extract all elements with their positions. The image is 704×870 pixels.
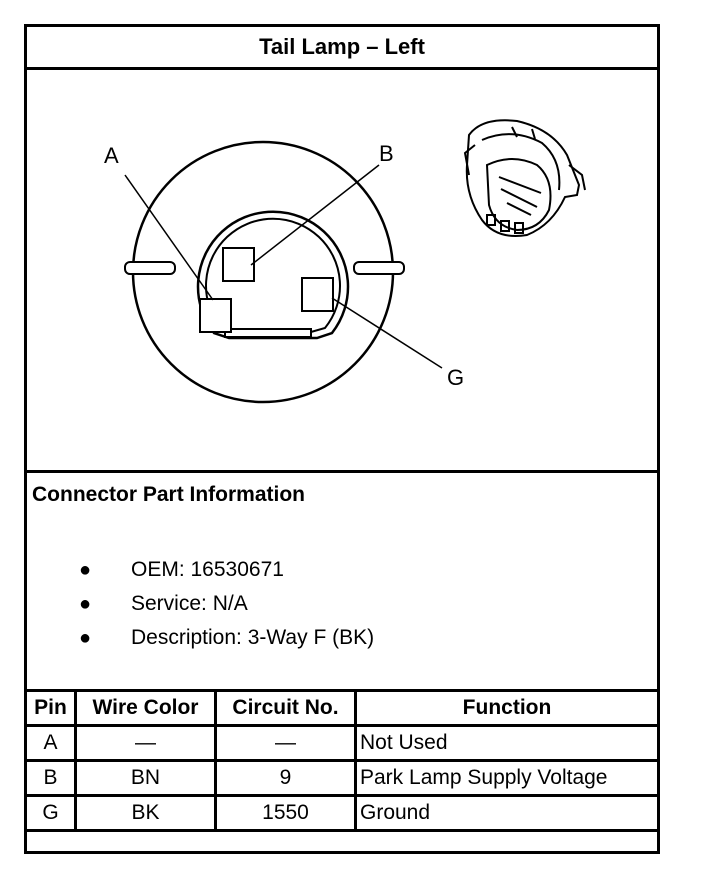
left-latch-tab: [124, 261, 176, 275]
connector-part-info: Connector Part Information ● OEM: 1653067…: [27, 470, 657, 692]
table-header-row: Pin Wire Color Circuit No. Function: [24, 689, 660, 727]
info-list: ● OEM: 16530671 ● Service: N/A ● Descriptio…: [79, 553, 374, 655]
pin-b-leader: [250, 164, 380, 266]
pin-a-label: A: [104, 143, 119, 168]
cell-wire-color: BK: [74, 794, 217, 832]
header-function: Function: [354, 689, 660, 727]
header-pin: Pin: [24, 689, 77, 727]
pin-b-label: B: [379, 141, 394, 166]
cell-circuit-no: 9: [214, 759, 357, 797]
cell-circuit-no: —: [214, 724, 357, 762]
info-item-text: Service: N/A: [131, 592, 248, 615]
connector-face-drawing: A B G: [104, 119, 586, 404]
connector-frame: Tail Lamp – Left A B G: [24, 24, 660, 854]
connector-photo-icon: [463, 119, 586, 237]
cell-function: Ground: [354, 794, 660, 832]
info-item-description: ● Description: 3-Way F (BK): [79, 621, 374, 655]
bullet-icon: ●: [79, 593, 92, 615]
info-item-service: ● Service: N/A: [79, 587, 374, 621]
header-circuit-no: Circuit No.: [214, 689, 357, 727]
bullet-icon: ●: [79, 627, 92, 649]
pin-a-leader: [124, 174, 214, 301]
info-item-text: Description: 3-Way F (BK): [131, 626, 375, 649]
connector-key-slot: [224, 328, 312, 338]
cell-function: Park Lamp Supply Voltage: [354, 759, 660, 797]
table-row: A — — Not Used: [24, 724, 660, 762]
info-heading: Connector Part Information: [32, 483, 306, 506]
info-item-text: OEM: 16530671: [131, 558, 284, 581]
cell-circuit-no: 1550: [214, 794, 357, 832]
table-row: B BN 9 Park Lamp Supply Voltage: [24, 759, 660, 797]
pin-g-label: G: [447, 365, 464, 390]
pinout-table: Pin Wire Color Circuit No. Function A — …: [24, 689, 660, 832]
page-title: Tail Lamp – Left: [27, 27, 657, 70]
pin-a-terminal: [199, 298, 232, 333]
table-row: G BK 1550 Ground: [24, 794, 660, 832]
cell-wire-color: BN: [74, 759, 217, 797]
pin-g-leader: [331, 297, 443, 369]
cell-function: Not Used: [354, 724, 660, 762]
cell-wire-color: —: [74, 724, 217, 762]
cell-pin: A: [24, 724, 77, 762]
connector-diagram: A B G: [27, 70, 657, 470]
cell-pin: B: [24, 759, 77, 797]
pin-b-terminal: [222, 247, 255, 282]
info-item-oem: ● OEM: 16530671: [79, 553, 374, 587]
pin-g-terminal: [301, 277, 334, 312]
bullet-icon: ●: [79, 559, 92, 581]
cell-pin: G: [24, 794, 77, 832]
header-wire-color: Wire Color: [74, 689, 217, 727]
right-latch-tab: [353, 261, 405, 275]
